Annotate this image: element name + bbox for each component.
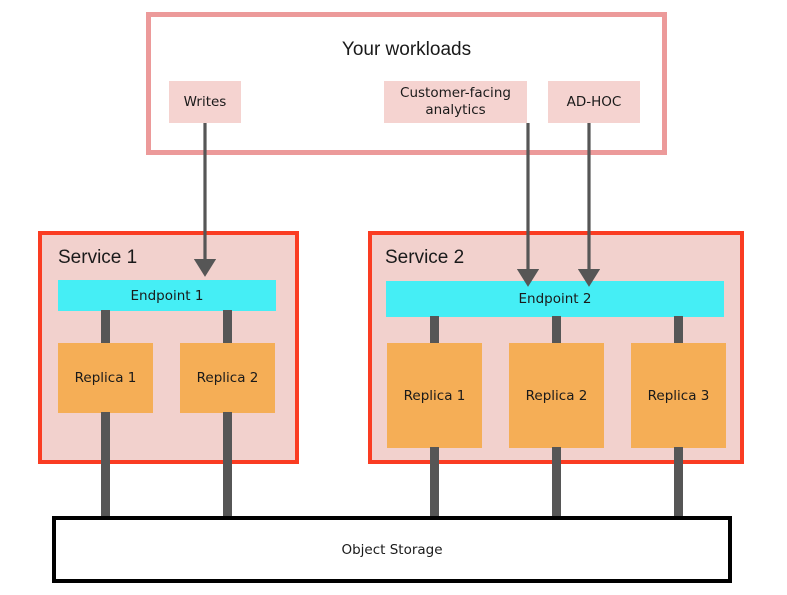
service-2-replica-3-label: Replica 3 [647, 387, 710, 404]
workload-chip-customer-facing-analytics[interactable]: Customer-facing analytics [384, 81, 527, 123]
connector-endpoint-2-to-replica-3 [674, 316, 683, 344]
connector-endpoint-1-to-replica-1 [101, 310, 110, 344]
endpoint-1-label: Endpoint 1 [130, 287, 204, 304]
connector-endpoint-2-to-replica-1 [430, 316, 439, 344]
connector-service-2-replica-3-to-storage [674, 447, 683, 518]
workloads-title: Your workloads [341, 39, 472, 60]
workload-chip-customer-facing-analytics-label: Customer-facing analytics [400, 85, 511, 118]
service-1-replica-1[interactable]: Replica 1 [58, 343, 153, 413]
service-1-replica-2-label: Replica 2 [196, 370, 259, 386]
connector-service-1-replica-2-to-storage [223, 412, 232, 518]
endpoint-2-label: Endpoint 2 [518, 291, 592, 307]
connector-service-2-replica-1-to-storage [430, 447, 439, 518]
service-2-replica-3[interactable]: Replica 3 [631, 343, 726, 448]
workload-chip-ad-hoc-label: AD-HOC [566, 93, 622, 110]
service-2-title: Service 2 [385, 247, 465, 268]
connector-service-2-replica-2-to-storage [552, 447, 561, 518]
service-1-replica-2[interactable]: Replica 2 [180, 343, 275, 413]
workload-chip-writes-label: Writes [183, 93, 227, 110]
connector-endpoint-2-to-replica-2 [552, 316, 561, 344]
service-2-replica-1-label: Replica 1 [403, 387, 466, 404]
workload-chip-ad-hoc[interactable]: AD-HOC [548, 81, 640, 123]
connector-service-1-replica-1-to-storage [101, 412, 110, 518]
endpoint-1[interactable]: Endpoint 1 [58, 280, 276, 311]
object-storage-label: Object Storage [341, 541, 443, 558]
endpoint-2[interactable]: Endpoint 2 [386, 281, 724, 317]
service-2-replica-2-label: Replica 2 [525, 387, 588, 404]
object-storage-box: Object Storage [52, 516, 732, 583]
connector-endpoint-1-to-replica-2 [223, 310, 232, 344]
service-1-replica-1-label: Replica 1 [74, 370, 137, 386]
service-2-replica-2[interactable]: Replica 2 [509, 343, 604, 448]
workload-chip-writes[interactable]: Writes [169, 81, 241, 123]
service-2-replica-1[interactable]: Replica 1 [387, 343, 482, 448]
service-1-title: Service 1 [58, 247, 138, 268]
